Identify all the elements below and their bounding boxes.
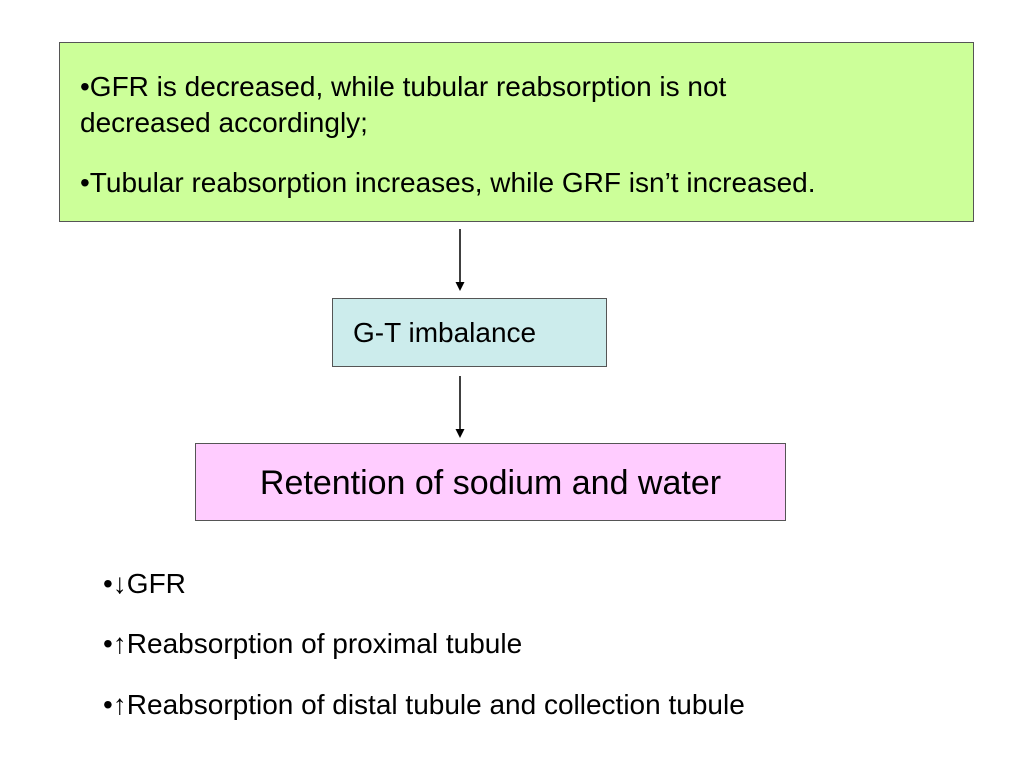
cause-text-line-1: •GFR is decreased, while tubular reabsor… — [80, 71, 727, 102]
retention-label: Retention of sodium and water — [259, 464, 722, 502]
gt-imbalance-label: G-T imbalance — [353, 317, 537, 348]
retention-box: Retention of sodium and water — [195, 443, 786, 521]
down-arrow-1 — [455, 229, 465, 291]
bullet-proximal-tubule: •↑Reabsorption of proximal tubule — [103, 628, 523, 659]
cause-text-line-3: •Tubular reabsorption increases, while G… — [80, 167, 816, 198]
cause-box: •GFR is decreased, while tubular reabsor… — [59, 42, 974, 222]
cause-text-line-2: decreased accordingly; — [80, 107, 368, 138]
down-arrow-2 — [455, 376, 465, 438]
bullet-gfr: •↓GFR — [103, 568, 186, 599]
bullet-distal-tubule: •↑Reabsorption of distal tubule and coll… — [103, 689, 745, 720]
gt-imbalance-box: G-T imbalance — [332, 298, 607, 367]
